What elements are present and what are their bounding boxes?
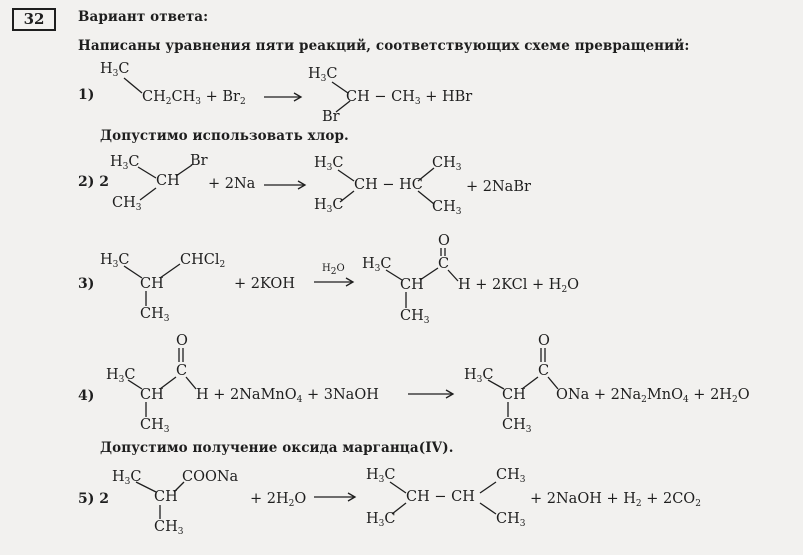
- r2-product-ch3-bot: CH3: [432, 199, 462, 217]
- r4-reactant-h3c: H3C: [106, 367, 136, 385]
- r5-product-core: CH − CH: [406, 489, 475, 505]
- answer-subtitle: Написаны уравнения пяти реакций, соответ…: [78, 38, 690, 54]
- r5-product-h3c-top: H3C: [366, 467, 396, 485]
- task-number-box: 32: [12, 8, 56, 31]
- bond-r5-p-tl: [389, 481, 407, 494]
- r3-reactant-ch3: CH3: [140, 306, 170, 324]
- r5-product-tail: + 2NaOH + H2 + 2CO2: [530, 491, 701, 509]
- r4-reactant-ch: CH: [140, 387, 164, 403]
- answer-heading: Вариант ответа:: [78, 9, 209, 25]
- r5-product-ch3-bot: CH3: [496, 511, 526, 529]
- r4-product-ch3: CH3: [502, 417, 532, 435]
- r2-plus-na: + 2Na: [208, 176, 256, 192]
- reaction-3-label: 3): [78, 276, 95, 292]
- arrow-4-head: [445, 389, 455, 399]
- r4-reactant-ch3: CH3: [140, 417, 170, 435]
- r2-reactant-ch3: CH3: [112, 195, 142, 213]
- r3-reactant-ch: CH: [140, 276, 164, 292]
- r3-product-c: C: [438, 256, 450, 272]
- r2-product-core: CH − HC: [354, 177, 423, 193]
- r2-product-h3c-bot: H3C: [314, 197, 344, 215]
- reaction-4-label: 4): [78, 388, 95, 404]
- r4-product-h3c: H3C: [464, 367, 494, 385]
- r3-product-h3c: H3C: [362, 256, 392, 274]
- bond-r2-p-tl: [337, 169, 355, 182]
- r3-product-tail: H + 2KCl + H2O: [458, 277, 580, 295]
- r4-product-c: C: [538, 363, 550, 379]
- r1-product-br: Br: [322, 109, 340, 125]
- r3-plus-koh: + 2KOH: [234, 276, 295, 292]
- r4-reactant-c: C: [176, 363, 188, 379]
- r4-reactant-mid: H + 2NaMnO4 + 3NaOH: [196, 387, 379, 405]
- bond-r3-p-ch: [447, 269, 459, 282]
- bond-r5-p-tr: [479, 481, 497, 494]
- reaction-1-label: 1): [78, 87, 95, 103]
- note-manganese-oxide: Допустимо получение оксида марганца(IV).: [100, 440, 454, 456]
- r3-product-ch3: CH3: [400, 308, 430, 326]
- arrow-2-head: [297, 180, 307, 190]
- r1-reactant-h3c: H3C: [100, 61, 130, 79]
- arrow-5-head: [347, 492, 357, 502]
- r3-product-o: O: [438, 233, 450, 249]
- r5-plus-h2o: + 2H2O: [250, 491, 307, 509]
- bond-r4-r-ch: [185, 376, 197, 390]
- r4-product-tail: ONa + 2Na2MnO4 + 2H2O: [556, 387, 750, 405]
- bond-r2-r-bot: [139, 187, 157, 201]
- r1-product-center: CH − CH3 + HBr: [346, 89, 473, 107]
- r5-reactant-ch3: CH3: [154, 519, 184, 537]
- r2-product-h3c-top: H3C: [314, 155, 344, 173]
- reaction-5-label: 5) 2: [78, 491, 109, 507]
- r4-reactant-o: O: [176, 333, 188, 349]
- bond-r1-reactant: [123, 77, 143, 94]
- r5-reactant-ch: CH: [154, 489, 178, 505]
- r2-reactant-h3c: H3C: [110, 154, 140, 172]
- note-chlorine: Допустимо использовать хлор.: [100, 128, 349, 144]
- r2-product-tail: + 2NaBr: [466, 179, 531, 195]
- r5-product-ch3-top: CH3: [496, 467, 526, 485]
- r3-reactant-h3c: H3C: [100, 252, 130, 270]
- r3-arrow-label: H2O: [322, 263, 345, 277]
- arrow-3-head: [345, 277, 355, 287]
- r5-reactant-coona: COONa: [182, 469, 239, 485]
- r1-reactant-chain: CH2CH3 + Br2: [142, 89, 246, 107]
- r3-reactant-chcl2: CHCl2: [180, 252, 226, 270]
- r1-product-h3c: H3C: [308, 66, 338, 84]
- bond-r2-r-top: [137, 166, 157, 179]
- bond-r5-p-br: [479, 502, 497, 515]
- r2-reactant-br: Br: [190, 153, 208, 169]
- arrow-1-head: [293, 92, 303, 102]
- reaction-2-label: 2) 2: [78, 174, 109, 190]
- r5-product-h3c-bot: H3C: [366, 511, 396, 529]
- r2-product-ch3-top: CH3: [432, 155, 462, 173]
- r4-product-ch: CH: [502, 387, 526, 403]
- r4-product-o: O: [538, 333, 550, 349]
- r5-reactant-h3c: H3C: [112, 469, 142, 487]
- r3-product-ch: CH: [400, 277, 424, 293]
- r2-reactant-ch: CH: [156, 173, 180, 189]
